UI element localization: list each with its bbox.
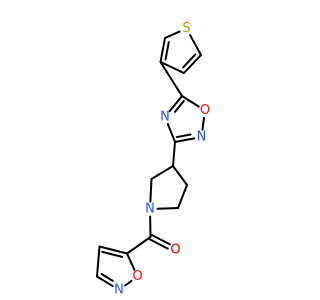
atom-label-o22: O (132, 269, 142, 284)
bond-n10-c6 (168, 95, 183, 113)
bond-c3-c6 (159, 61, 183, 97)
bond-c3-c4 (159, 61, 185, 74)
atom-label-s1: S (182, 21, 190, 36)
bond-n14-c13 (156, 207, 179, 210)
bond-c13-c20 (177, 184, 188, 209)
bond-c19-c21 (96, 245, 101, 278)
bond-c15-c18 (126, 236, 152, 255)
bond-n21-o22 (124, 279, 133, 287)
bond-c18-c19 (98, 245, 128, 255)
atom-label-n8: N (197, 130, 207, 145)
bond-layer (96, 30, 206, 288)
bond-c18-c19-inner (101, 250, 124, 258)
atom-label-n10: N (160, 110, 170, 125)
bond-c20-c11 (172, 165, 188, 186)
bond-c4-c5 (183, 54, 202, 74)
bond-c9-n10 (166, 122, 176, 143)
bond-c21-n21-inner (100, 273, 114, 282)
bond-n10-c6-inner (173, 99, 185, 113)
bond-s1-c2 (164, 30, 181, 39)
bond-c21-n21 (96, 275, 114, 288)
bond-c4-c5-inner (182, 53, 197, 69)
bond-o22-c18 (126, 252, 136, 271)
bond-c15-c16-a (148, 238, 169, 250)
bond-c2-c3 (159, 37, 166, 63)
bond-c11-c12 (150, 165, 174, 180)
atom-label-n14: N (145, 202, 155, 217)
bond-c9-c11 (172, 141, 176, 167)
bond-c15-c16-b (150, 233, 171, 246)
bond-n8-c9-inner (175, 133, 192, 139)
bond-n8-c9 (174, 137, 196, 143)
bond-c12-n14 (149, 178, 153, 203)
bond-c5-s1 (189, 34, 202, 56)
atom-label-o7: O (200, 103, 210, 118)
atom-label-n21: N (114, 283, 124, 298)
atom-label-c16: O (170, 243, 180, 258)
bond-o7-n8 (201, 116, 206, 131)
bond-c2-c3-inner (164, 41, 170, 61)
bond-c6-o7 (181, 95, 200, 108)
atom-label-o17: O (170, 243, 180, 258)
